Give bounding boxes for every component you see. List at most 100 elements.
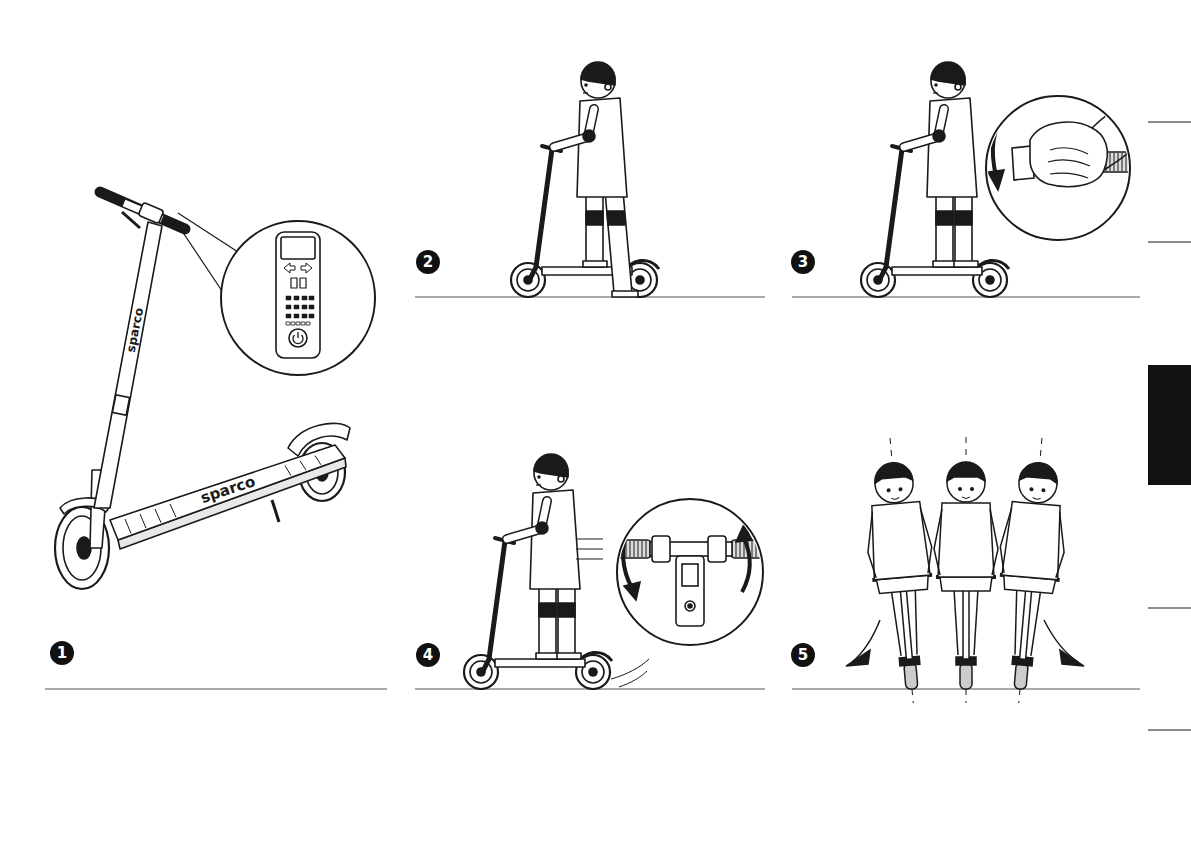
brake-lever (122, 212, 140, 228)
deck-stripe (125, 519, 131, 533)
wheel (861, 263, 895, 297)
wheel-hub (589, 668, 597, 676)
ground-line (792, 296, 1140, 297)
step-badge (416, 643, 440, 667)
front-leg (586, 191, 603, 267)
deck-stripe (285, 466, 291, 476)
grip-texture (1110, 153, 1111, 171)
grip-texture (618, 541, 619, 557)
grip-texture (638, 541, 639, 557)
grip-texture (756, 541, 757, 557)
speed-digit (291, 278, 297, 288)
status-icon (286, 296, 291, 300)
status-icon (294, 296, 299, 300)
figure (858, 435, 945, 706)
display-panel (276, 232, 320, 358)
stem (530, 149, 552, 279)
elbow-pad (933, 130, 945, 142)
torso (927, 98, 977, 197)
scooter-view (55, 192, 375, 589)
left-arm (864, 512, 878, 578)
arm (507, 501, 547, 539)
front-wheel (1014, 663, 1028, 690)
figure (987, 435, 1074, 706)
knee-pad (539, 603, 556, 617)
status-icon (309, 296, 314, 300)
stem-display (682, 564, 698, 586)
front-hub (77, 537, 91, 559)
step-badge (416, 250, 440, 274)
page-tabs (1148, 122, 1191, 730)
brake-zoom (612, 499, 770, 645)
right-arrowhead (736, 524, 752, 542)
helmet (873, 461, 913, 483)
front-leg (539, 583, 556, 659)
right-arrow (742, 538, 750, 592)
status-icon (294, 314, 299, 318)
eye (1030, 488, 1033, 491)
handlebar-outline (100, 192, 185, 229)
helmet (1019, 461, 1059, 483)
wheel (464, 655, 498, 689)
grip-texture (1118, 153, 1119, 171)
front-wheel (904, 663, 918, 690)
ground-line (415, 296, 765, 297)
kickstand (272, 500, 279, 522)
step-badges (50, 250, 815, 667)
helmet (947, 462, 985, 481)
torso (938, 503, 994, 577)
grip-texture (1114, 153, 1115, 171)
tab-rule (1148, 241, 1191, 242)
motion-swoosh (611, 659, 649, 687)
ear (605, 84, 611, 90)
left-leg (891, 590, 901, 656)
eye (899, 488, 902, 491)
step-badge (791, 250, 815, 274)
grip-texture (634, 541, 635, 557)
eye (1042, 489, 1045, 492)
status-icon (294, 305, 299, 309)
knee-pad (607, 211, 625, 225)
figure (934, 437, 998, 703)
hand (1030, 122, 1107, 187)
elbow-pad (536, 522, 548, 534)
lean-arrows (846, 620, 1084, 666)
wheel-hub (636, 276, 644, 284)
smile (891, 497, 899, 499)
grip-texture (614, 541, 615, 557)
status-icon (302, 305, 307, 309)
wheel-hub (986, 276, 994, 284)
front-wheel (960, 663, 972, 689)
battery-bar (286, 322, 290, 325)
status-icon (286, 305, 291, 309)
stem (94, 222, 162, 508)
right-arm (990, 509, 998, 575)
grip-texture (752, 541, 753, 557)
grip-texture (760, 541, 761, 557)
deck-stripe (170, 504, 176, 517)
back-leg (955, 191, 972, 267)
grip-texture (1130, 153, 1131, 171)
rotate-arrow (993, 112, 1006, 176)
grip-texture (768, 541, 769, 557)
status-icon (302, 296, 307, 300)
grip-texture (740, 541, 741, 557)
grip-texture (1122, 153, 1123, 171)
bell (708, 536, 726, 562)
right-arm (1054, 512, 1068, 578)
deck-stripes (125, 456, 321, 534)
stem-button-dot (688, 604, 692, 608)
back-shoe (557, 653, 581, 659)
step-badge (50, 641, 74, 665)
grip-texture (736, 541, 737, 557)
left-leg (1011, 588, 1021, 654)
step-number: 2 (423, 255, 433, 270)
battery-bar (291, 322, 295, 325)
status-icon (309, 305, 314, 309)
grip-texture (630, 541, 631, 557)
finger-lines (1048, 148, 1090, 178)
stem-head (676, 556, 704, 626)
torso (868, 501, 930, 580)
